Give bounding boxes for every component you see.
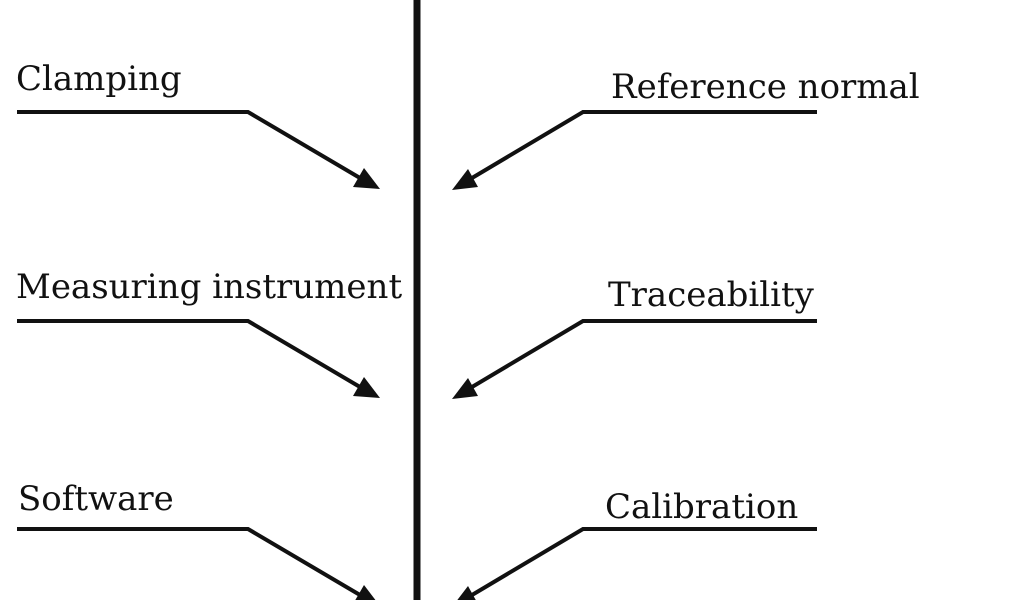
arrowhead (452, 378, 478, 399)
cause-label-clamping: Clamping (16, 59, 182, 99)
cause-branch-reference-normal: Reference normal (452, 67, 920, 190)
cause-label-calibration: Calibration (605, 487, 798, 527)
cause-label-software: Software (18, 479, 174, 519)
cause-branch-measuring-instrument: Measuring instrument (16, 267, 402, 398)
arrowhead (452, 169, 478, 190)
cause-label-measuring-instrument: Measuring instrument (16, 267, 402, 307)
arrowhead (355, 585, 376, 600)
arrowhead (353, 377, 380, 398)
branch-line (17, 319, 362, 389)
branch-line (470, 110, 817, 180)
cause-label-traceability: Traceability (608, 275, 815, 315)
cause-label-reference-normal: Reference normal (611, 67, 920, 107)
branch-line (17, 110, 362, 180)
branch-line (470, 527, 817, 597)
arrowhead (457, 586, 476, 600)
cause-branch-calibration: Calibration (457, 487, 817, 600)
cause-branch-software: Software (17, 479, 376, 600)
branch-line (17, 527, 362, 597)
cause-branch-clamping: Clamping (16, 59, 380, 189)
cause-branch-traceability: Traceability (452, 275, 817, 399)
arrowhead (353, 168, 380, 189)
branch-line (470, 319, 817, 389)
